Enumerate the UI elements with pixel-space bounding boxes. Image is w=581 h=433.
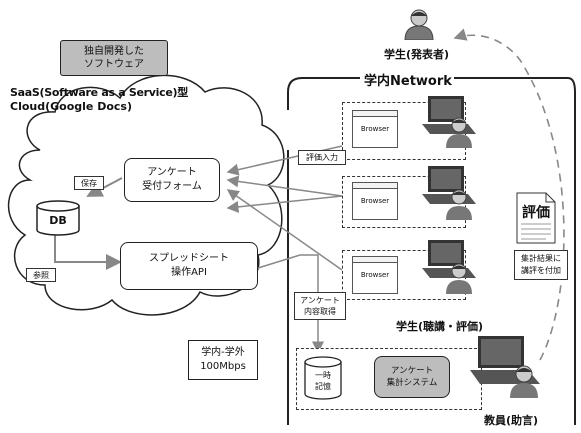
cloud-label: Cloud(Google Docs) [10,100,132,113]
bandwidth-line2: 100Mbps [200,361,246,372]
db-label: DB [49,214,67,227]
eval-input-label: 評価入力 [306,153,338,162]
memory-line2: 記憶 [315,382,331,391]
feedback-arrow [453,28,565,361]
retrieve-line1: アンケート [300,296,340,305]
database-icon: DB [36,200,80,236]
bandwidth-line1: 学内-学外 [201,347,245,358]
spreadsheet-api-box: スプレッドシート 操作API [120,242,258,290]
refer-label-box: 参照 [26,268,56,282]
aggregation-line2: 集計システム [386,378,438,388]
laptop-icon-2 [420,164,480,218]
network-frame [287,77,576,425]
custom-software-line2: ソフトウェア [84,59,144,70]
save-label-box: 保存 [74,176,104,190]
spreadsheet-line1: スプレッドシート [149,253,229,264]
saas-label: SaaS(Software as a Service)型 [10,86,188,99]
survey-form-line2: 受付フォーム [142,181,202,192]
network-label: 学内Network [362,70,454,89]
feedback-box: 集計結果に 講評を付加 [514,250,568,280]
refer-label: 参照 [33,270,49,280]
presenter-label: 学生(発表者) [384,48,450,61]
teacher-label: 教員(助言) [484,414,539,427]
browser-window-1: Browser [352,110,398,148]
evaluation-doc-label: 評価 [522,205,550,221]
aggregation-system-box: アンケート 集計システム [374,356,450,398]
evaluation-document-icon: 評価 [516,192,556,244]
eval-input-box: 評価入力 [298,150,346,165]
memory-label: 一時 記憶 [304,370,342,392]
custom-software-line1: 独自開発した [84,46,144,57]
browser-label-1: Browser [360,125,390,133]
retrieve-line2: 内容取得 [304,307,336,316]
student-icon-1 [444,116,474,152]
listener-label: 学生(聴講・評価) [396,320,484,333]
retrieve-box: アンケート 内容取得 [294,292,346,320]
browser-label-3: Browser [360,271,390,279]
aggregation-line1: アンケート [390,366,434,376]
teacher-person-icon [508,364,540,402]
student-icon-3 [444,262,474,298]
browser-window-2: Browser [352,182,398,220]
bandwidth-box: 学内-学外 100Mbps [188,340,258,380]
custom-software-box: 独自開発した ソフトウェア [60,40,168,76]
memory-line1: 一時 [315,371,331,380]
spreadsheet-line2: 操作API [171,267,207,278]
survey-form-box: アンケート 受付フォーム [124,158,220,202]
student-icon-2 [444,188,474,224]
feedback-line2: 講評を付加 [521,266,561,275]
survey-form-line1: アンケート [147,167,197,178]
presenter-person-icon [402,8,436,41]
save-label: 保存 [81,178,97,188]
memory-cylinder-icon: 一時 記憶 [304,356,342,400]
browser-window-3: Browser [352,256,398,294]
feedback-line1: 集計結果に [521,254,561,263]
browser-label-2: Browser [360,197,390,205]
